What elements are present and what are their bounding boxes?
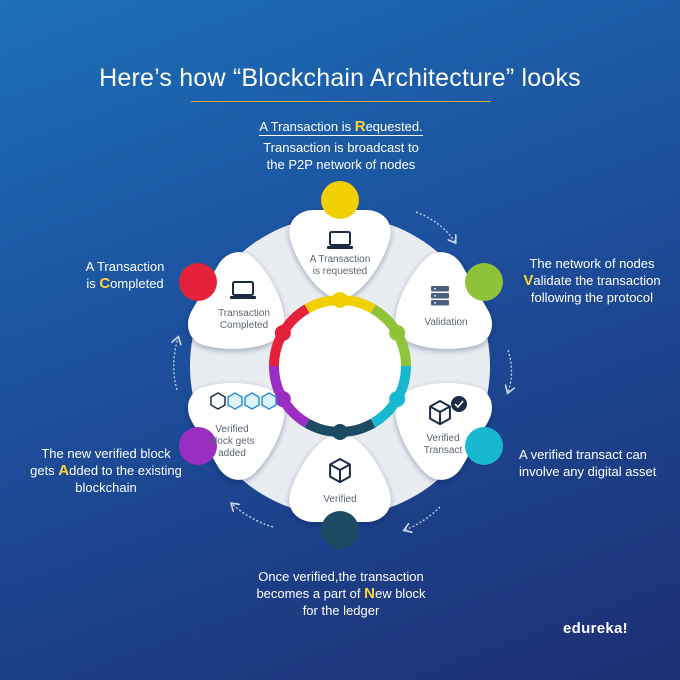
verified-cube-icon [429, 400, 451, 426]
ring-notch-1 [332, 292, 348, 308]
inner-disc [278, 304, 402, 428]
step-bubble-1 [321, 181, 359, 219]
arrow-5 [174, 338, 178, 391]
color-ring [269, 292, 411, 440]
arrow-3 [405, 506, 441, 530]
ring-notch-5 [274, 391, 291, 407]
brand-logo: edureka! [563, 620, 628, 637]
step-bubble-2 [465, 263, 503, 301]
block-chain-icon [210, 392, 277, 410]
step-bubble-4 [321, 511, 359, 549]
petal-1 [289, 210, 391, 300]
ring-notch-4 [332, 424, 348, 440]
arrow-4 [232, 504, 274, 528]
step-bubble-6 [179, 263, 217, 301]
caption-completed: A Transaction is Completed [85, 259, 165, 292]
step-bubble-3 [465, 427, 503, 465]
step-bubble-5 [179, 427, 217, 465]
page-title: Here’s how “Blockchain Architecture” loo… [99, 64, 581, 92]
caption-verified: Once verified,the transaction becomes a … [256, 569, 426, 618]
petal-label-2: Validation [424, 317, 467, 328]
step-bubbles [179, 181, 503, 549]
ring-notch-6 [274, 325, 291, 341]
caption-verified-transact: A verified transact can involve any digi… [519, 447, 657, 479]
cube-icon [329, 458, 351, 484]
step-icons [210, 231, 467, 484]
caption-validation: The network of nodes Validate the transa… [523, 256, 661, 305]
ring-notch-2 [389, 325, 406, 341]
cycle-arrows [174, 211, 512, 530]
ring-notch-3 [389, 391, 406, 407]
laptop-icon [230, 281, 256, 299]
petal-label-4: Verified [323, 494, 356, 505]
checkmark-icon [451, 396, 467, 412]
title-underline [191, 101, 491, 102]
arrow-1 [415, 211, 455, 242]
caption-block-added: The new verified block gets Added to the… [30, 446, 182, 495]
caption-requested-headline: A Transaction is Requested. [259, 118, 423, 136]
server-icon [431, 286, 449, 306]
arrow-2 [508, 349, 512, 392]
caption-requested: A Transaction is Requested. Transaction … [259, 118, 423, 172]
laptop-icon [327, 231, 353, 249]
